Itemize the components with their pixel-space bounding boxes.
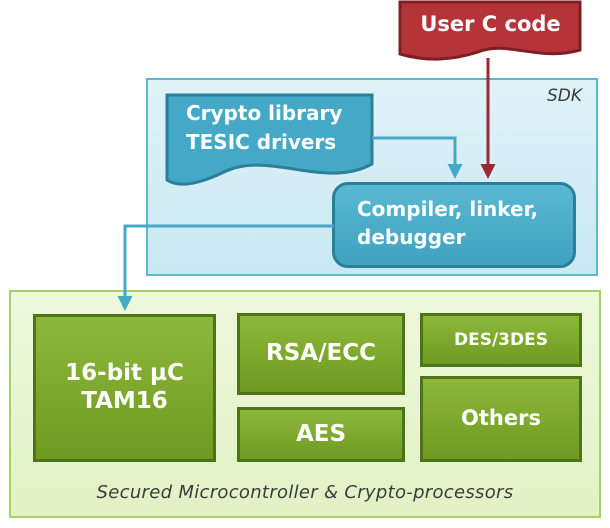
aes-label: AES <box>295 420 347 447</box>
rsa-ecc-block: RSA/ECC <box>237 313 405 395</box>
des-3des-block: DES/3DES <box>420 313 582 367</box>
des-3des-label: DES/3DES <box>454 329 548 350</box>
microcontroller-caption: Secured Microcontroller & Crypto-process… <box>96 482 514 503</box>
others-label: Others <box>461 406 541 431</box>
compiler-line2: debugger <box>357 225 466 249</box>
others-block: Others <box>420 376 582 462</box>
sdk-label: SDK <box>546 86 582 106</box>
user-code-document-shape <box>398 0 582 61</box>
arrow-compiler-to-cpu <box>117 224 334 311</box>
aes-block: AES <box>237 407 405 462</box>
library-line2: TESIC drivers <box>186 130 337 154</box>
library-line1: Crypto library <box>186 101 343 125</box>
cpu-block: 16-bit µC TAM16 <box>33 314 216 462</box>
arrow-library-to-compiler <box>372 136 463 179</box>
compiler-line1: Compiler, linker, <box>357 197 539 221</box>
rsa-ecc-label: RSA/ECC <box>266 340 376 367</box>
library-block: Crypto library TESIC drivers <box>186 99 342 157</box>
cpu-line1: 16-bit µC <box>65 360 184 387</box>
library-document-shape <box>165 93 374 186</box>
cpu-line2: TAM16 <box>81 388 168 414</box>
compiler-block: Compiler, linker, debugger <box>332 182 576 268</box>
user-code-label: User C code <box>420 12 561 36</box>
